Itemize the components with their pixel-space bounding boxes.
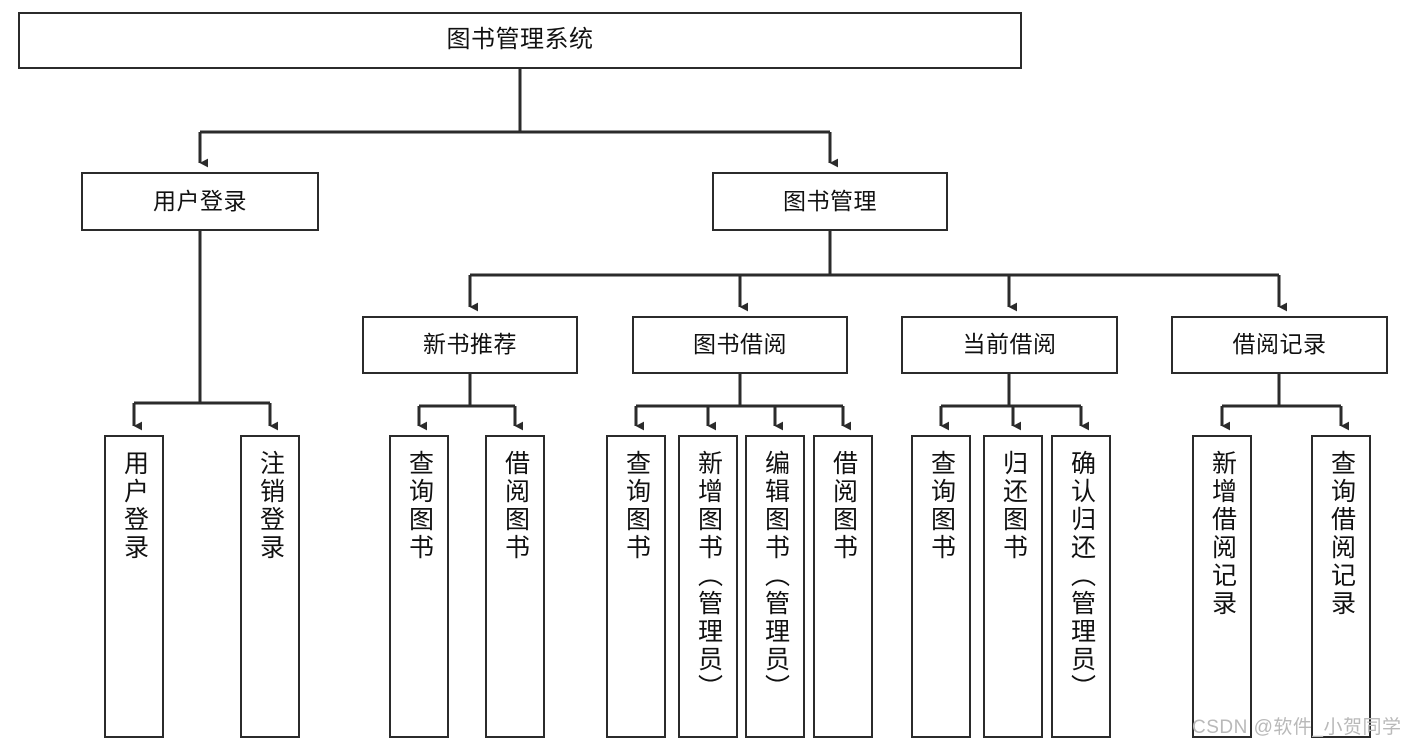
node-current-borrow[interactable]: 当前借阅	[901, 316, 1118, 374]
node-label: 借阅图书	[829, 450, 858, 562]
node-label: 借阅记录	[1232, 331, 1327, 358]
node-label: 用户登录	[120, 450, 149, 562]
node-leaf-add-record[interactable]: 新增借阅记录	[1192, 435, 1252, 738]
node-leaf-return-book[interactable]: 归还图书	[983, 435, 1043, 738]
csdn-watermark: CSDN @软件_小贺同学	[1192, 717, 1402, 738]
node-borrow-record[interactable]: 借阅记录	[1171, 316, 1388, 374]
node-book-borrow[interactable]: 图书借阅	[632, 316, 848, 374]
node-leaf-add-book[interactable]: 新增图书（管理员）	[678, 435, 738, 738]
node-label: 新增借阅记录	[1208, 450, 1237, 618]
node-leaf-user-login[interactable]: 用户登录	[104, 435, 164, 738]
node-leaf-logout[interactable]: 注销登录	[240, 435, 300, 738]
node-root-system[interactable]: 图书管理系统	[18, 12, 1022, 69]
node-leaf-borrow-book-2[interactable]: 借阅图书	[813, 435, 873, 738]
node-label: 新书推荐	[423, 331, 517, 358]
node-label: 当前借阅	[962, 331, 1057, 358]
node-label: 图书借阅	[693, 331, 787, 358]
node-leaf-edit-book[interactable]: 编辑图书（管理员）	[745, 435, 805, 738]
node-leaf-query-record[interactable]: 查询借阅记录	[1311, 435, 1371, 738]
node-label: 查询图书	[927, 450, 956, 562]
node-label: 图书管理系统	[446, 26, 594, 54]
node-leaf-confirm-return[interactable]: 确认归还（管理员）	[1051, 435, 1111, 738]
node-label: 编辑图书（管理员）	[761, 450, 790, 702]
node-leaf-borrow-book-1[interactable]: 借阅图书	[485, 435, 545, 738]
node-leaf-query-book-2[interactable]: 查询图书	[606, 435, 666, 738]
node-label: 归还图书	[999, 450, 1028, 562]
node-label: 查询图书	[405, 450, 434, 562]
node-label: 借阅图书	[501, 450, 530, 562]
node-user-login[interactable]: 用户登录	[81, 172, 319, 231]
node-leaf-query-book-3[interactable]: 查询图书	[911, 435, 971, 738]
node-label: 查询借阅记录	[1327, 450, 1356, 618]
node-label: 确认归还（管理员）	[1067, 450, 1096, 702]
node-leaf-query-book-1[interactable]: 查询图书	[389, 435, 449, 738]
node-label: 新增图书（管理员）	[694, 450, 723, 702]
node-new-book-rec[interactable]: 新书推荐	[362, 316, 578, 374]
node-label: 用户登录	[153, 187, 247, 214]
node-label: 查询图书	[622, 450, 651, 562]
node-label: 注销登录	[256, 450, 285, 562]
node-label: 图书管理	[783, 187, 877, 214]
node-book-manage[interactable]: 图书管理	[712, 172, 948, 231]
